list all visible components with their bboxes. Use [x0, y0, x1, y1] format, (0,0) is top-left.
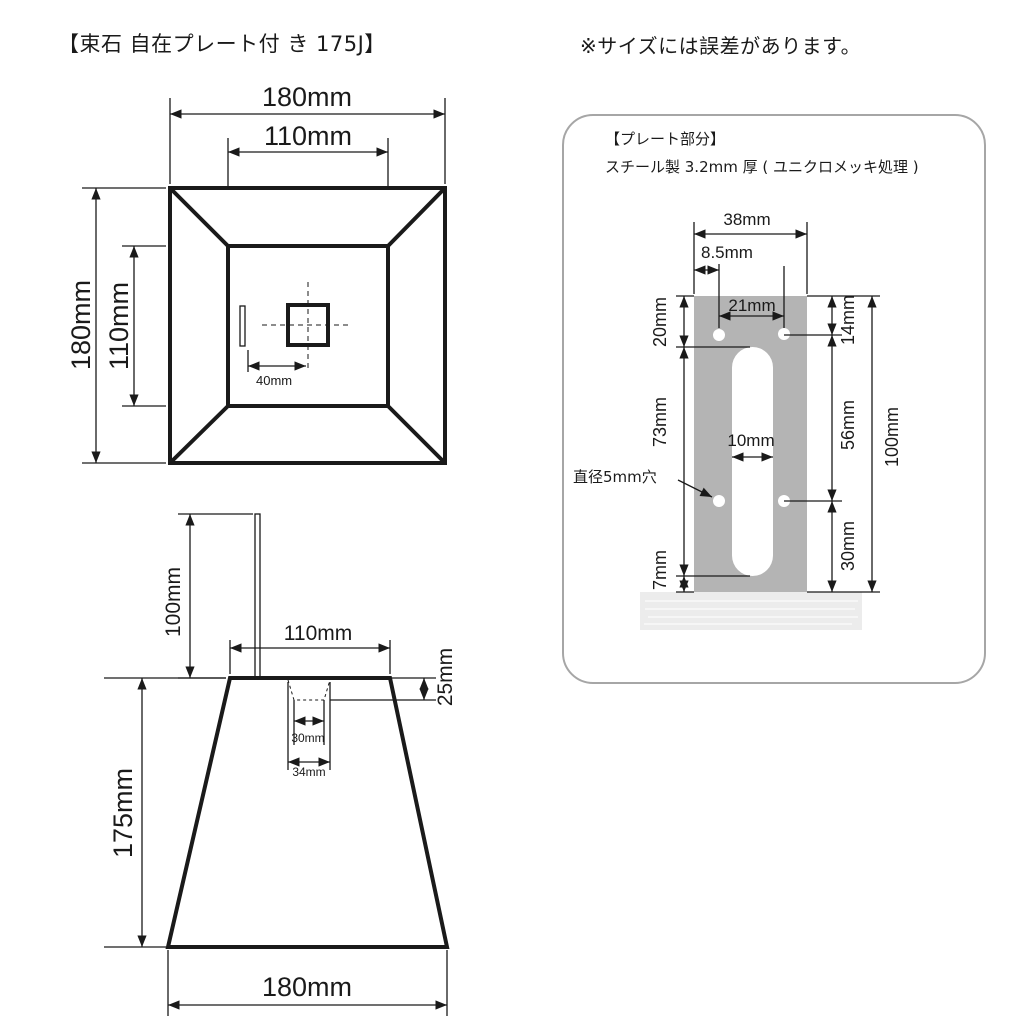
center-slot — [732, 347, 773, 576]
plate-height-label: 100mm — [162, 567, 185, 637]
top-width-label: 110mm — [284, 622, 352, 645]
plate-offset-label: 40mm — [256, 373, 292, 388]
plate-side — [254, 513, 261, 679]
hole-spacing-label: 21mm — [728, 296, 775, 315]
height-label: 175mm — [108, 768, 138, 858]
outer-height-label: 180mm — [66, 280, 96, 370]
inner-square — [226, 244, 390, 408]
bottom-margin-right-label: 30mm — [838, 521, 858, 571]
outer-square — [168, 186, 447, 465]
plate-edge — [239, 305, 246, 347]
tolerance-note: ※サイズには誤差があります。 — [580, 34, 862, 58]
hole-bottom-left — [713, 495, 725, 507]
slot-width-label: 10mm — [727, 431, 774, 450]
panel-spec: スチール製 3.2mm 厚 ( ユニクロメッキ処理 ) — [605, 158, 919, 176]
top-view: 40mm 180mm 110mm 180mm 110mm — [66, 82, 447, 465]
hole-top-right — [778, 328, 790, 340]
inner-height-label: 110mm — [104, 282, 134, 370]
top-margin-left-label: 20mm — [650, 297, 670, 347]
plate-detail-panel: 【プレート部分】 スチール製 3.2mm 厚 ( ユニクロメッキ処理 ) 38m… — [562, 114, 986, 684]
hole-top-left — [713, 329, 725, 341]
hole-outer-label: 34mm — [292, 765, 325, 779]
hole-inner-label: 30mm — [291, 731, 324, 745]
plate-width-label: 38mm — [723, 210, 770, 229]
panel-heading: 【プレート部分】 — [605, 130, 725, 148]
outer-width-label: 180mm — [262, 82, 352, 112]
hole-pitch-label: 56mm — [838, 400, 858, 450]
hole-depth-label: 25mm — [434, 648, 457, 706]
side-view: 30mm 34mm 25mm 110mm 100mm 175mm 180mm — [104, 513, 457, 1016]
drawing-title: 【束石 自在プレート付 き 175J】 — [58, 32, 386, 56]
concrete-base — [165, 676, 450, 949]
edge-offset-label: 8.5mm — [701, 243, 753, 262]
bottom-margin-left-label: 7mm — [650, 550, 670, 590]
top-margin-right-label: 14mm — [838, 295, 858, 345]
total-height-label: 100mm — [882, 407, 902, 467]
hole-diameter-label: 直径5mm穴 — [573, 468, 657, 486]
bottom-width-label: 180mm — [262, 972, 352, 1002]
slot-length-label: 73mm — [650, 397, 670, 447]
inner-width-label: 110mm — [264, 121, 352, 151]
